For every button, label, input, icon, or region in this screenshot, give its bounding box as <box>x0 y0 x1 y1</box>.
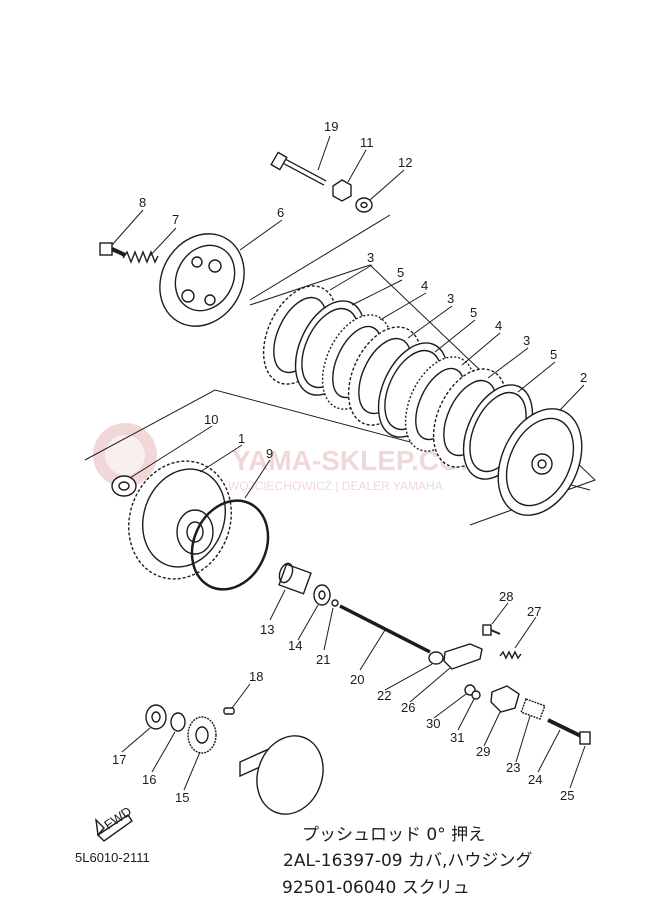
ball-21 <box>331 599 339 607</box>
part-label: 4 <box>495 318 502 333</box>
collar-13 <box>278 562 312 595</box>
part-label: 23 <box>506 760 520 775</box>
bolt-19 <box>270 151 327 186</box>
friction-plates <box>262 285 534 480</box>
washer-16 <box>170 712 186 732</box>
part-labels: 19 11 12 8 7 6 3 5 4 3 5 4 3 5 2 10 1 9 … <box>112 119 587 805</box>
part-label: 5 <box>470 305 477 320</box>
part-label: 30 <box>426 716 440 731</box>
primary-gear-15 <box>187 716 217 754</box>
part-label: 3 <box>447 291 454 306</box>
nut-11 <box>332 179 352 202</box>
washer-22 <box>428 651 444 665</box>
part-label: 10 <box>204 412 218 427</box>
push-rod-20 <box>339 604 431 654</box>
part-label: 11 <box>360 135 374 150</box>
push-lever-26 <box>443 643 483 670</box>
clutch-boss-2 <box>497 408 583 516</box>
part-label: 7 <box>172 212 179 227</box>
spring-27 <box>499 650 522 660</box>
part-label: 5 <box>397 265 404 280</box>
screw-31 <box>471 690 481 700</box>
part-label: 13 <box>260 622 274 637</box>
part-label: 17 <box>112 752 126 767</box>
washer-14 <box>313 584 331 606</box>
o-ring-9 <box>190 499 270 591</box>
part-label: 26 <box>401 700 415 715</box>
part-label: 15 <box>175 790 189 805</box>
part-label: 24 <box>528 772 542 787</box>
crankshaft-end <box>239 735 324 815</box>
key-18 <box>223 707 235 715</box>
thrust-washer-10 <box>111 475 137 497</box>
part-label: 1 <box>238 431 245 446</box>
note-line: 2AL-16397-09 カバ,ハウジング <box>283 851 532 871</box>
fwd-arrow-icon: FWD <box>95 803 134 842</box>
note-line: 92501-06040 スクリュ <box>282 878 470 898</box>
part-label: 20 <box>350 672 364 687</box>
part-label: 12 <box>398 155 412 170</box>
part-label: 18 <box>249 669 263 684</box>
cover-29 <box>490 685 520 713</box>
pressure-plate-6 <box>159 233 245 327</box>
part-label: 29 <box>476 744 490 759</box>
clutch-housing-1 <box>128 460 232 580</box>
part-label: 3 <box>523 333 530 348</box>
part-label: 14 <box>288 638 302 653</box>
washer-12 <box>355 197 373 213</box>
gear-23 <box>520 698 546 720</box>
bolt-group-outline <box>249 214 391 301</box>
part-label: 2 <box>580 370 587 385</box>
pin-28 <box>482 624 501 636</box>
part-label: 4 <box>421 278 428 293</box>
part-label: 22 <box>377 688 391 703</box>
part-label: 31 <box>450 730 464 745</box>
part-label: 6 <box>277 205 284 220</box>
part-label: 21 <box>316 652 330 667</box>
note-line: プッシュロッド 0° 押え <box>302 825 485 845</box>
diagram-code: 5L6010-2111 <box>75 850 150 865</box>
part-label: 3 <box>367 250 374 265</box>
bolt-8 <box>99 242 126 257</box>
part-label: 28 <box>499 589 513 604</box>
screw-24 <box>547 718 586 740</box>
nut-17 <box>145 704 167 730</box>
part-label: 5 <box>550 347 557 362</box>
part-label: 16 <box>142 772 156 787</box>
handwritten-notes: プッシュロッド 0° 押え 2AL-16397-09 カバ,ハウジング 9250… <box>282 825 532 898</box>
nut-25 <box>579 731 591 745</box>
part-label: 27 <box>527 604 541 619</box>
part-label: 19 <box>324 119 338 134</box>
leader-lines <box>111 135 586 791</box>
spring-7 <box>122 250 159 264</box>
watermark-subtitle: WOJCIECHOWICZ | DEALER YAMAHA <box>228 479 443 493</box>
part-label: 8 <box>139 195 146 210</box>
part-label: 9 <box>266 446 273 461</box>
part-label: 25 <box>560 788 574 803</box>
